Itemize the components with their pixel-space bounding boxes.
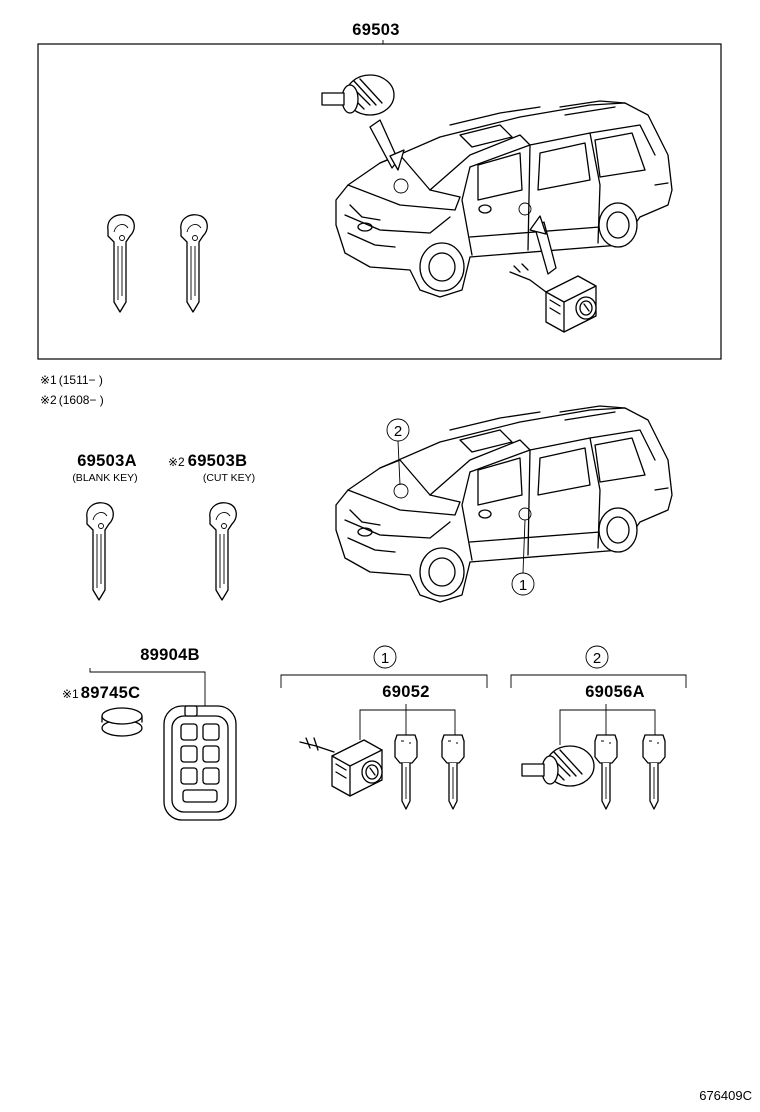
- set2-bracket: [510, 674, 687, 688]
- main-assembly-part-number: 69503: [352, 21, 399, 39]
- set1-cylinder-illustration: [331, 739, 383, 797]
- cut-key-label: (CUT KEY): [203, 472, 255, 484]
- set1-part-number: 69052: [382, 683, 429, 701]
- set1-key-1: [394, 734, 418, 810]
- vehicle-illustration-middle: [335, 405, 673, 603]
- door-cylinder-cable: [509, 271, 547, 293]
- transmitter-part-number: 89904B: [140, 646, 200, 664]
- transmitter-illustration: [163, 705, 237, 821]
- set2-part-number: 69056A: [585, 683, 645, 701]
- set2-key-2: [642, 734, 666, 810]
- blank-key-illustration: [86, 502, 114, 601]
- note-1: ※1(1511− ): [40, 373, 103, 387]
- set1-key-2: [441, 734, 465, 810]
- vehicle-illustration-top: [335, 100, 673, 298]
- blank-key-label: (BLANK KEY): [72, 472, 137, 484]
- diagram-code: 676409C: [699, 1088, 752, 1103]
- note-2: ※2(1608− ): [40, 393, 104, 407]
- key-illustration-b: [180, 214, 208, 313]
- set1-callout-circle: [373, 645, 397, 669]
- set2-key-1: [594, 734, 618, 810]
- key-illustration-a: [107, 214, 135, 313]
- callout-hood-number: 2: [394, 423, 402, 440]
- set1-bracket: [280, 674, 488, 688]
- cut-key-illustration: [209, 502, 237, 601]
- callout-door-number: 1: [519, 577, 527, 594]
- door-cylinder-illustration: [545, 275, 597, 333]
- transmitter-leader: [89, 668, 206, 708]
- set2-callout-number: 2: [593, 650, 601, 667]
- set1-leader: [359, 704, 456, 740]
- set2-leader: [559, 704, 656, 745]
- blank-key-part-number: 69503A: [77, 452, 137, 470]
- set1-cylinder-cable: [299, 737, 335, 753]
- main-assembly-box: [37, 43, 722, 360]
- hood-cylinder-illustration: [321, 74, 395, 116]
- battery-illustration: [101, 707, 143, 737]
- set2-cylinder-illustration: [521, 745, 595, 787]
- set2-callout-circle: [585, 645, 609, 669]
- set1-callout-number: 1: [381, 650, 389, 667]
